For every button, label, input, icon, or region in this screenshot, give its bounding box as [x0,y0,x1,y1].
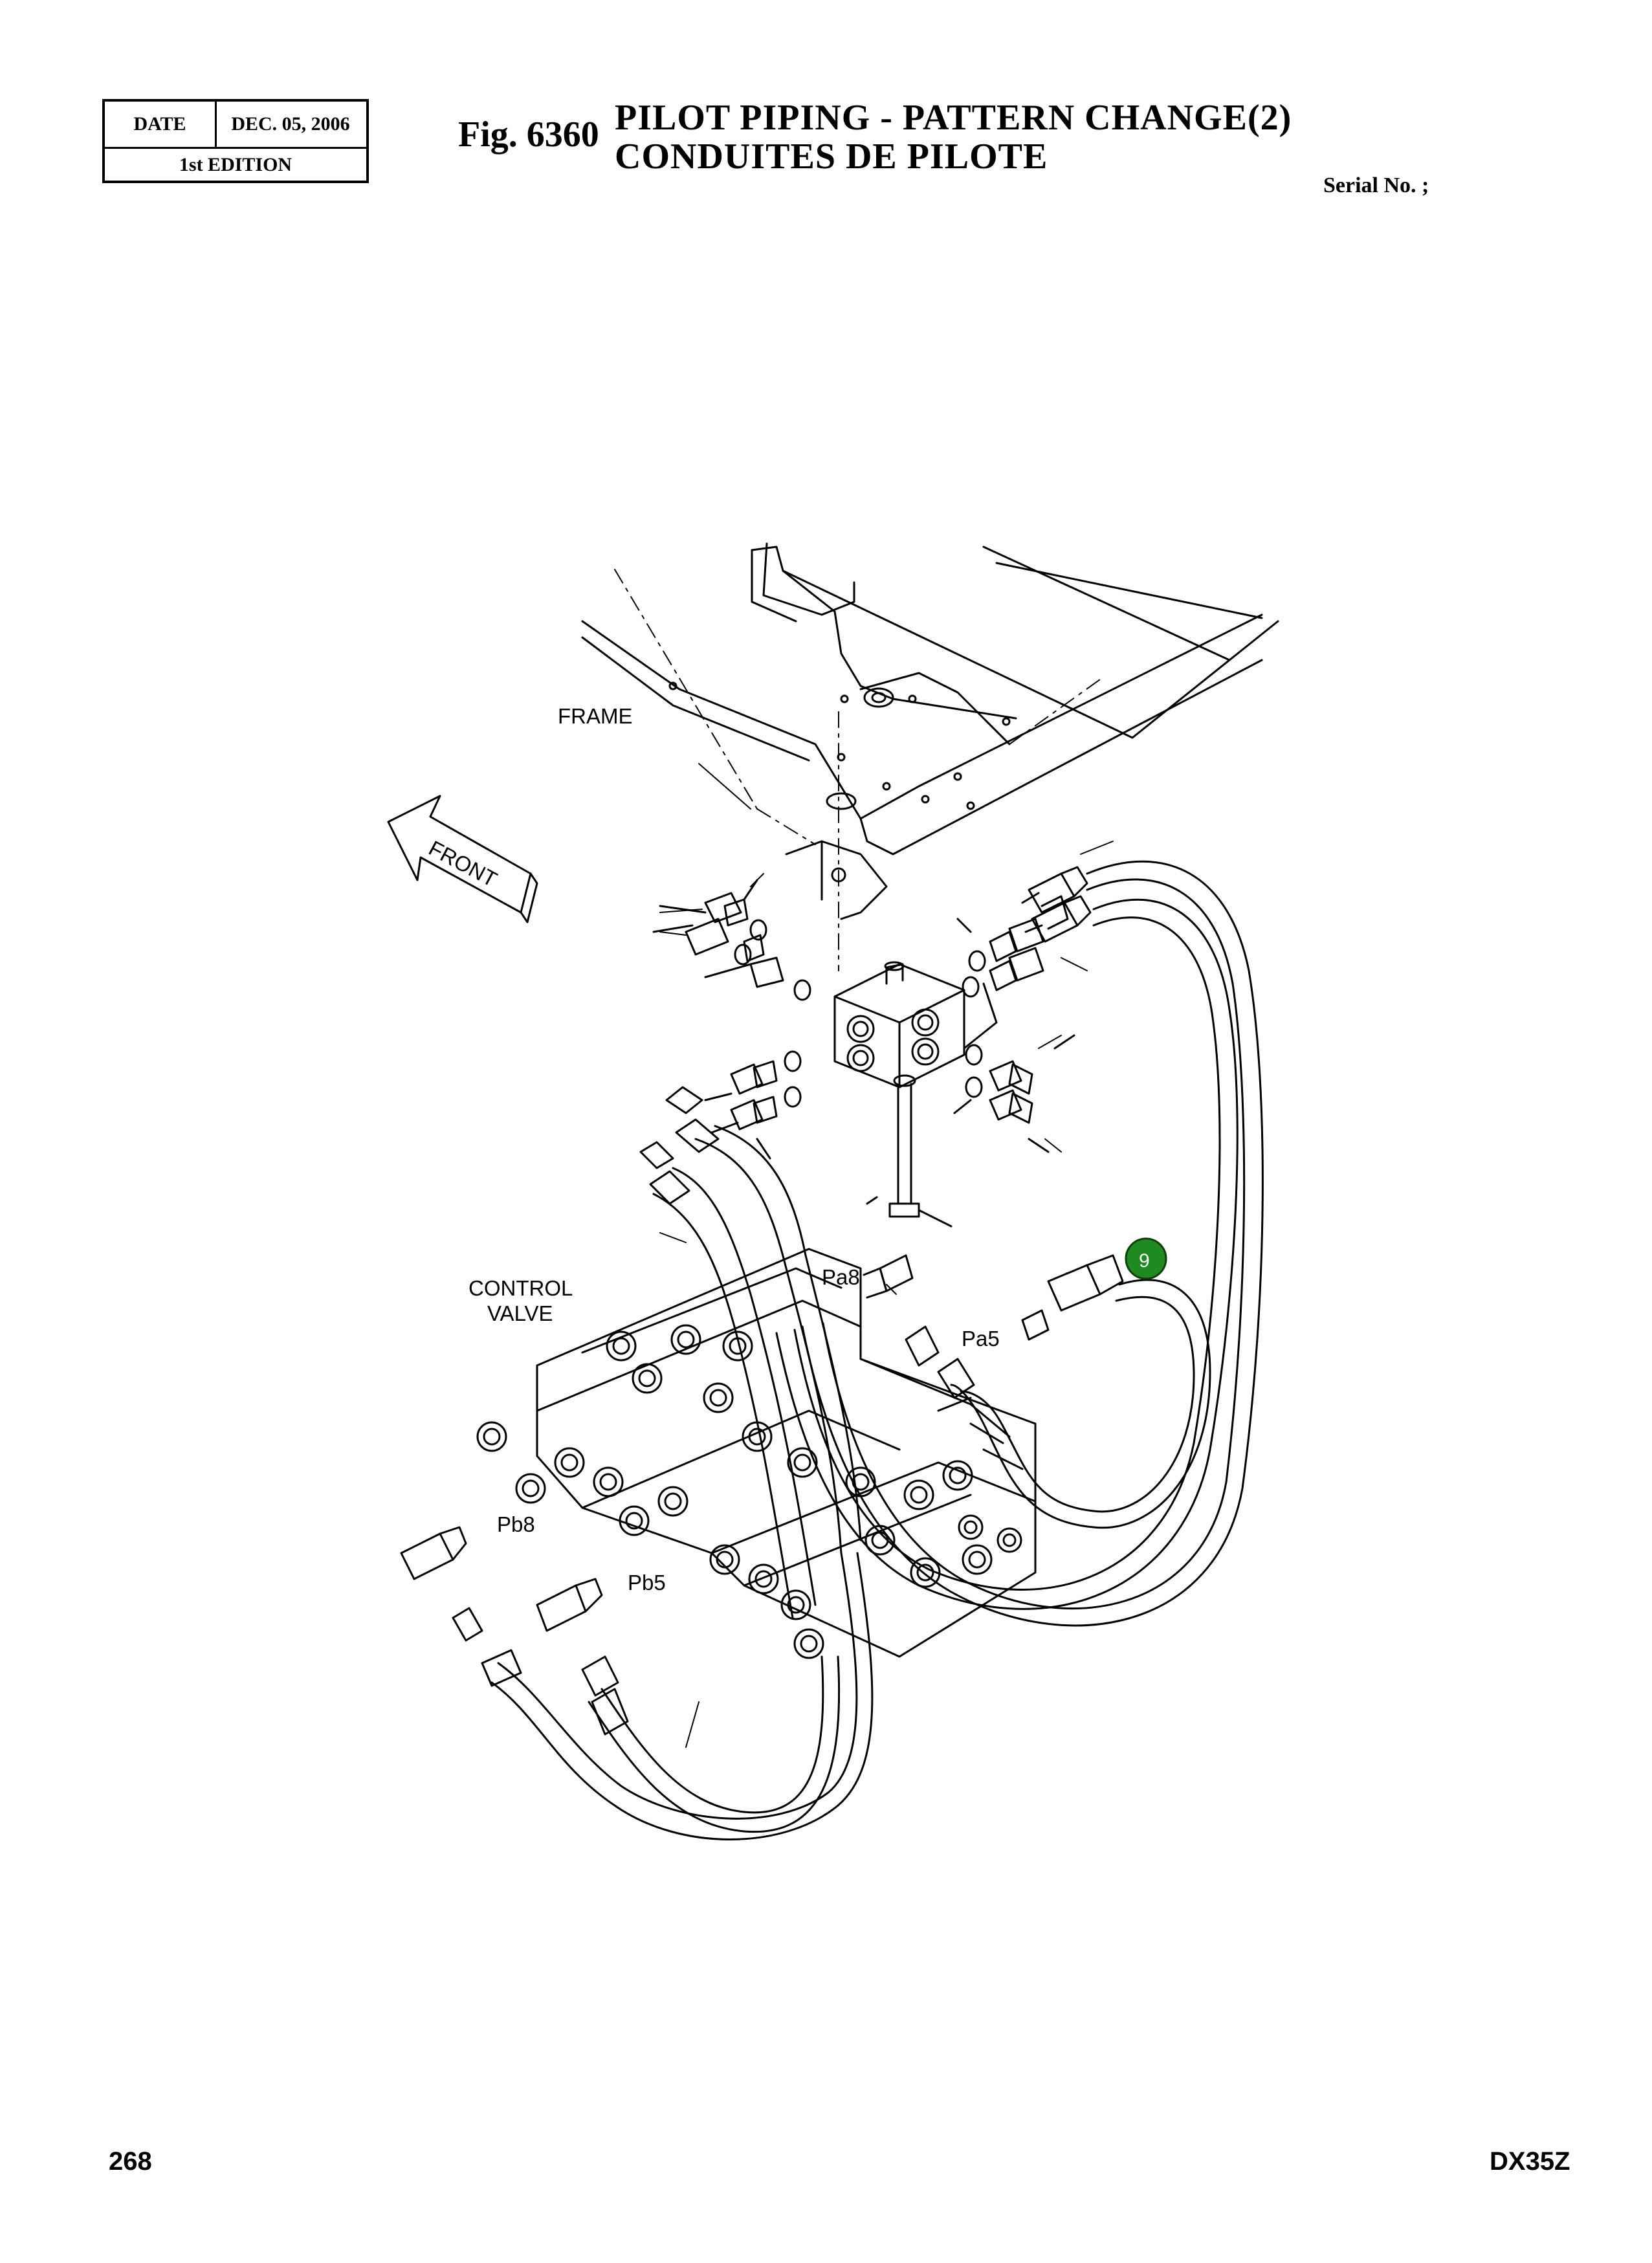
label-pa5: Pa5 [962,1327,1000,1351]
edition-box: DATE DEC. 05, 2006 1st EDITION [102,99,369,183]
figure-title-english: PILOT PIPING - PATTERN CHANGE(2) [615,98,1292,138]
fittings-left [652,879,784,1160]
serial-number-label: Serial No. ; [1323,173,1429,197]
label-pa8: Pa8 [822,1265,860,1289]
front-arrow [387,795,538,923]
figure-title-french: CONDUITES DE PILOTE [615,137,1048,177]
pilot-valve-block [833,961,965,1228]
label-front: FRONT [425,836,501,892]
callout-9[interactable]: 9 [1125,1237,1167,1280]
callout-number: 9 [1139,1250,1150,1272]
callout-circle[interactable] [1125,1237,1167,1280]
date-row: DATE DEC. 05, 2006 [105,102,366,149]
hose-end-fittings [400,1086,1124,1736]
label-valve: VALVE [487,1301,553,1325]
date-label: DATE [105,102,217,147]
frame-structure [581,542,1279,920]
date-value: DEC. 05, 2006 [231,113,350,135]
o-rings [734,919,986,1108]
figure-number: Fig. 6360 [458,115,599,155]
edition-label: 1st EDITION [179,154,292,175]
leader-lines [659,763,1114,1748]
label-frame: FRAME [558,704,633,728]
model-code: DX35Z [1490,2147,1570,2176]
page-number: 268 [109,2147,152,2176]
fittings-right [953,895,1075,1153]
label-pb5: Pb5 [628,1571,666,1595]
label-control: CONTROL [468,1276,573,1300]
control-valve [476,1248,1037,1659]
hose-fittings-upper-right [1021,866,1092,943]
label-pb8: Pb8 [497,1512,535,1536]
